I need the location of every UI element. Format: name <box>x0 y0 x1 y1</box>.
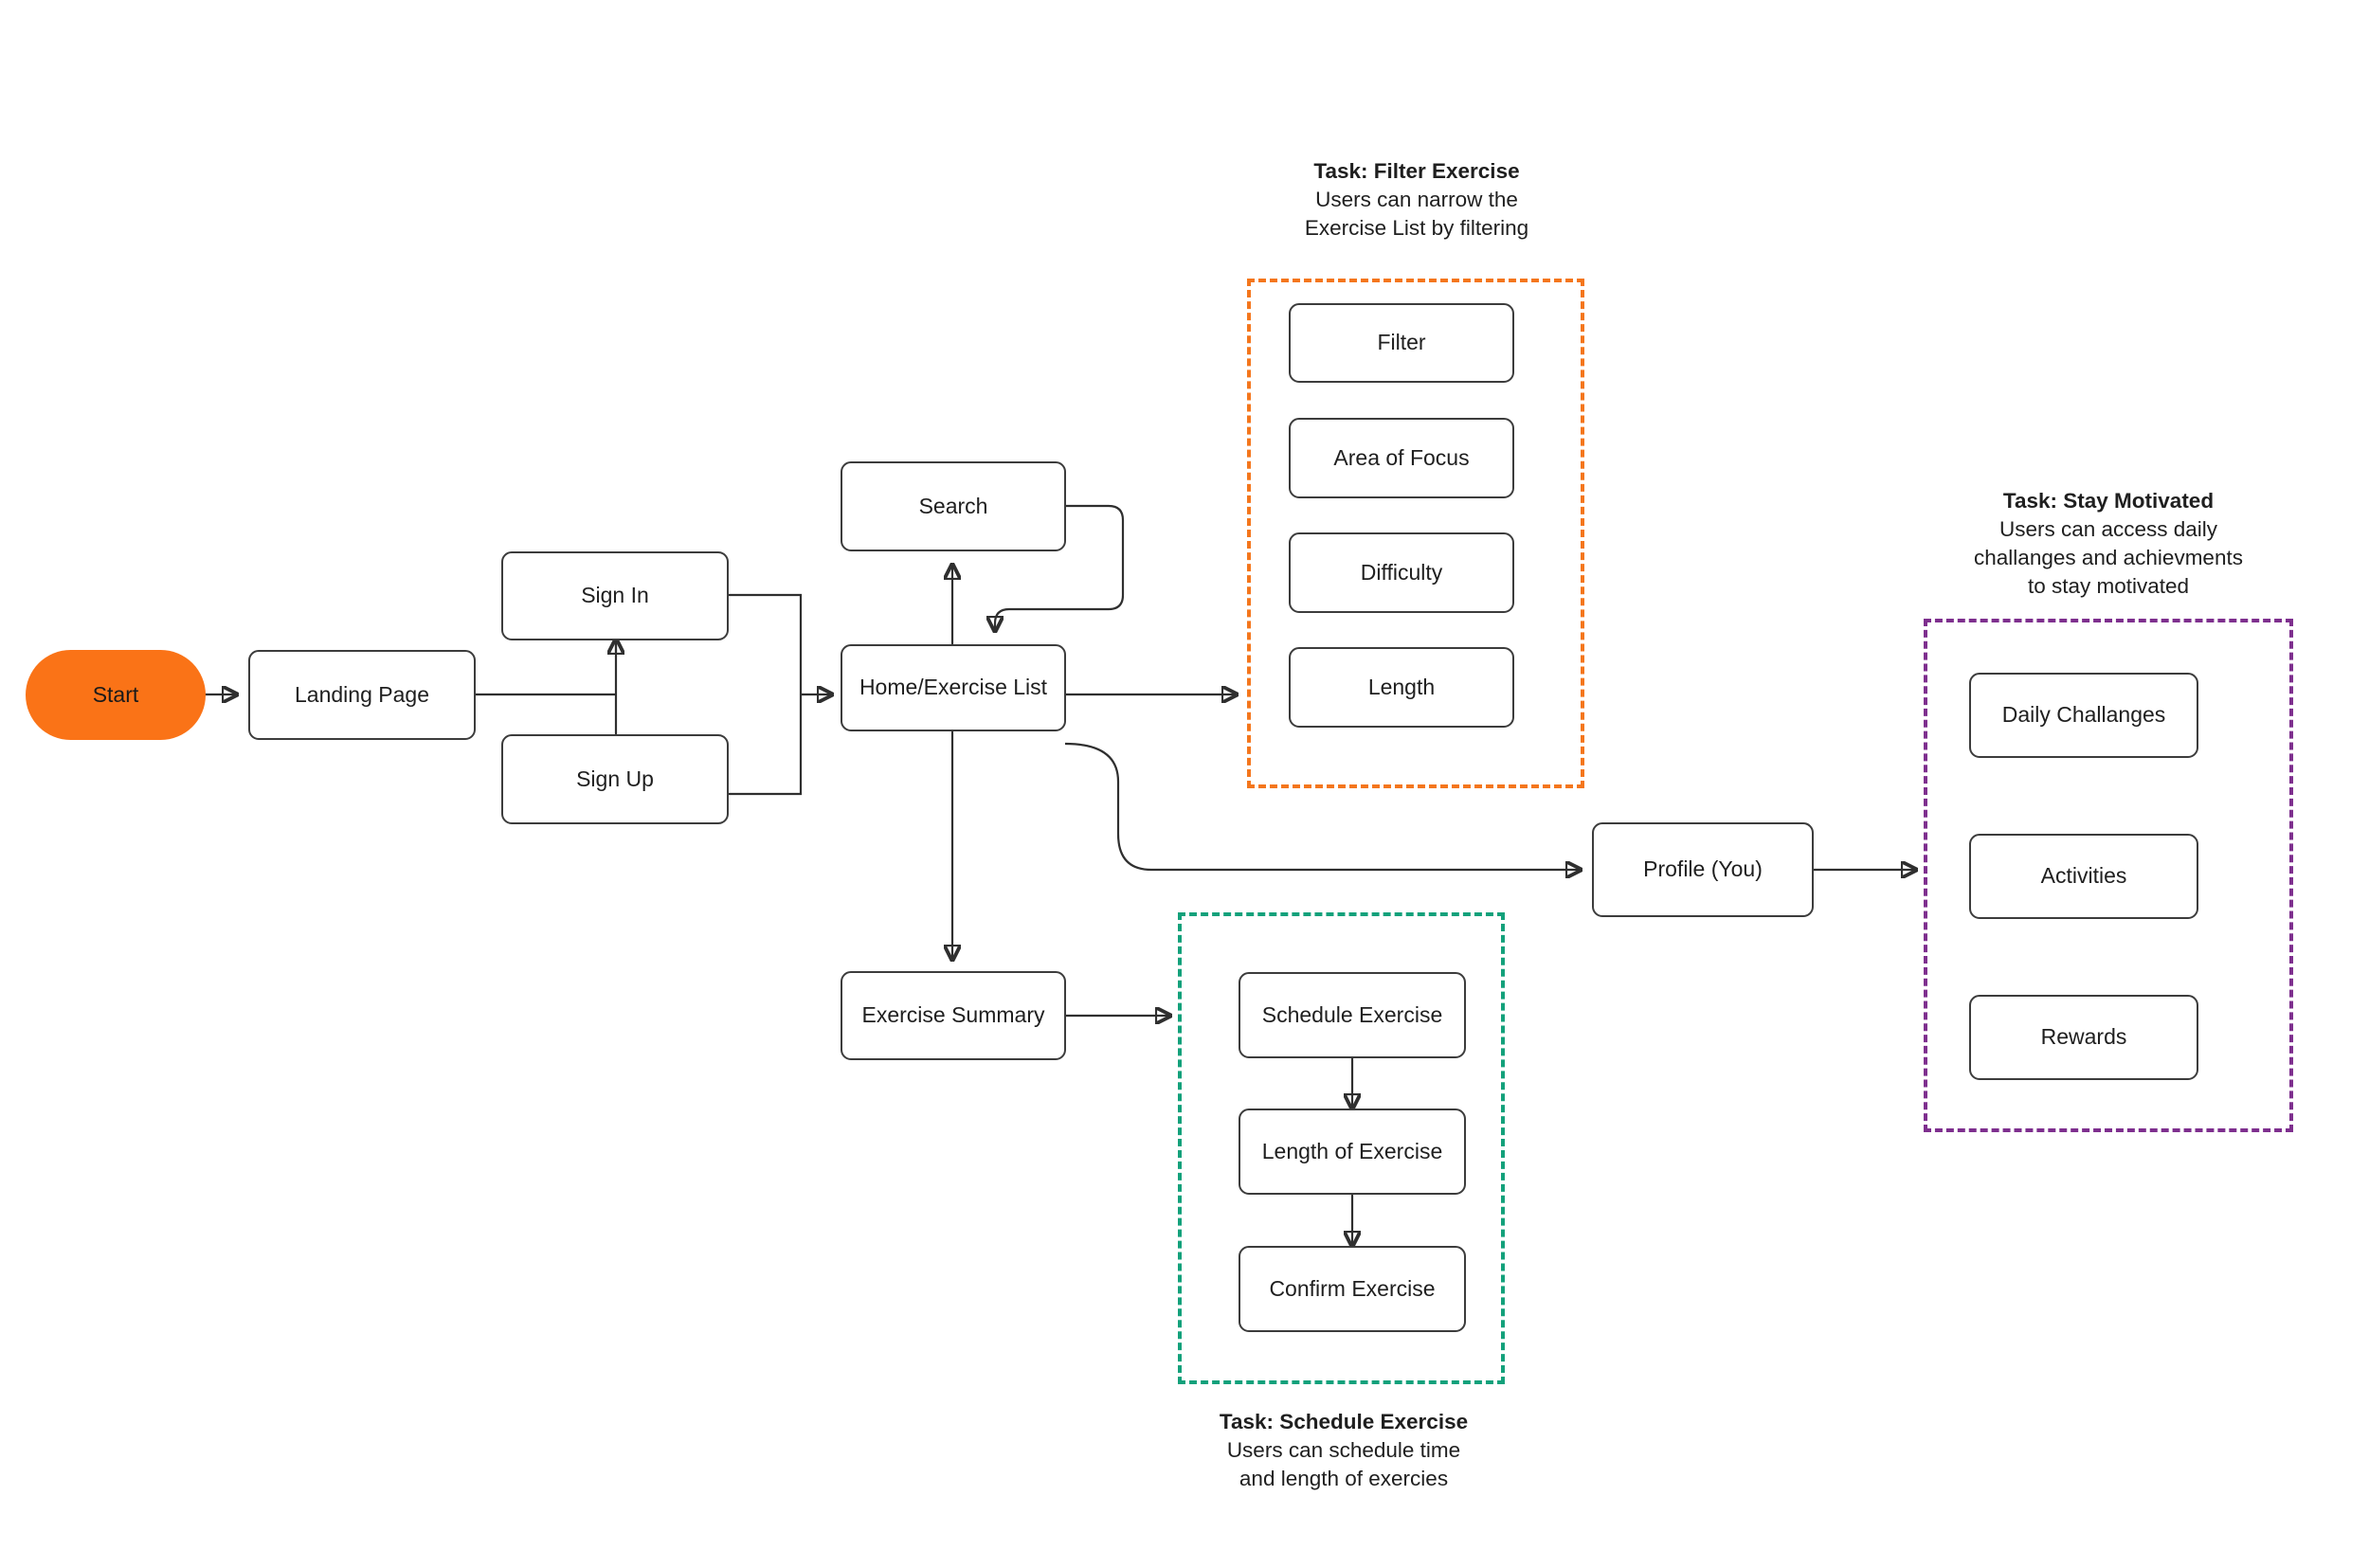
note-filter-task: Task: Filter Exercise Users can narrow t… <box>1260 157 1573 243</box>
node-confirm-exercise-label: Confirm Exercise <box>1269 1275 1436 1301</box>
node-search[interactable]: Search <box>841 461 1066 551</box>
node-sign-in-label: Sign In <box>581 583 649 608</box>
node-rewards-label: Rewards <box>2040 1024 2127 1050</box>
node-filter-label: Filter <box>1377 330 1426 355</box>
node-activities-label: Activities <box>2040 863 2127 889</box>
node-sign-up-label: Sign Up <box>576 766 654 791</box>
node-start-label: Start <box>92 682 139 707</box>
note-filter-body: Users can narrow the Exercise List by fi… <box>1304 187 1529 240</box>
node-confirm-exercise[interactable]: Confirm Exercise <box>1239 1246 1466 1332</box>
node-length-of-exercise[interactable]: Length of Exercise <box>1239 1108 1466 1195</box>
node-schedule-exercise[interactable]: Schedule Exercise <box>1239 972 1466 1058</box>
node-sign-in[interactable]: Sign In <box>501 551 729 640</box>
group-schedule-exercise <box>1178 912 1505 1384</box>
note-filter-title: Task: Filter Exercise <box>1313 159 1520 183</box>
node-length-of-exercise-label: Length of Exercise <box>1261 1138 1443 1163</box>
node-area-of-focus-label: Area of Focus <box>1333 444 1470 470</box>
node-profile-label: Profile (You) <box>1643 856 1763 882</box>
node-landing-page[interactable]: Landing Page <box>248 650 476 740</box>
node-area-of-focus[interactable]: Area of Focus <box>1289 418 1514 498</box>
node-rewards[interactable]: Rewards <box>1969 995 2198 1080</box>
note-motivated-task: Task: Stay Motivated Users can access da… <box>1952 487 2265 601</box>
node-start[interactable]: Start <box>26 650 206 740</box>
note-schedule-title: Task: Schedule Exercise <box>1219 1410 1469 1433</box>
node-exercise-summary[interactable]: Exercise Summary <box>841 971 1066 1060</box>
note-motivated-title: Task: Stay Motivated <box>2002 489 2215 513</box>
node-filter[interactable]: Filter <box>1289 303 1514 383</box>
node-activities[interactable]: Activities <box>1969 834 2198 919</box>
note-schedule-task: Task: Schedule Exercise Users can schedu… <box>1187 1408 1500 1493</box>
note-schedule-body: Users can schedule time and length of ex… <box>1226 1437 1461 1490</box>
node-daily-challenges[interactable]: Daily Challanges <box>1969 673 2198 758</box>
node-exercise-summary-label: Exercise Summary <box>861 1002 1045 1028</box>
node-search-label: Search <box>918 493 988 518</box>
node-length-label: Length <box>1367 674 1436 699</box>
note-motivated-body: Users can access daily challanges and ac… <box>1974 516 2243 598</box>
node-home-exercise-list-label: Home/Exercise List <box>859 675 1048 700</box>
node-home-exercise-list[interactable]: Home/Exercise List <box>841 644 1066 731</box>
node-difficulty-label: Difficulty <box>1360 559 1443 585</box>
node-landing-page-label: Landing Page <box>295 681 429 707</box>
node-sign-up[interactable]: Sign Up <box>501 734 729 824</box>
node-length[interactable]: Length <box>1289 647 1514 728</box>
group-stay-motivated <box>1924 619 2293 1132</box>
node-profile[interactable]: Profile (You) <box>1592 822 1814 917</box>
node-daily-challenges-label: Daily Challanges <box>2001 702 2166 728</box>
node-difficulty[interactable]: Difficulty <box>1289 532 1514 613</box>
node-schedule-exercise-label: Schedule Exercise <box>1261 1001 1443 1027</box>
